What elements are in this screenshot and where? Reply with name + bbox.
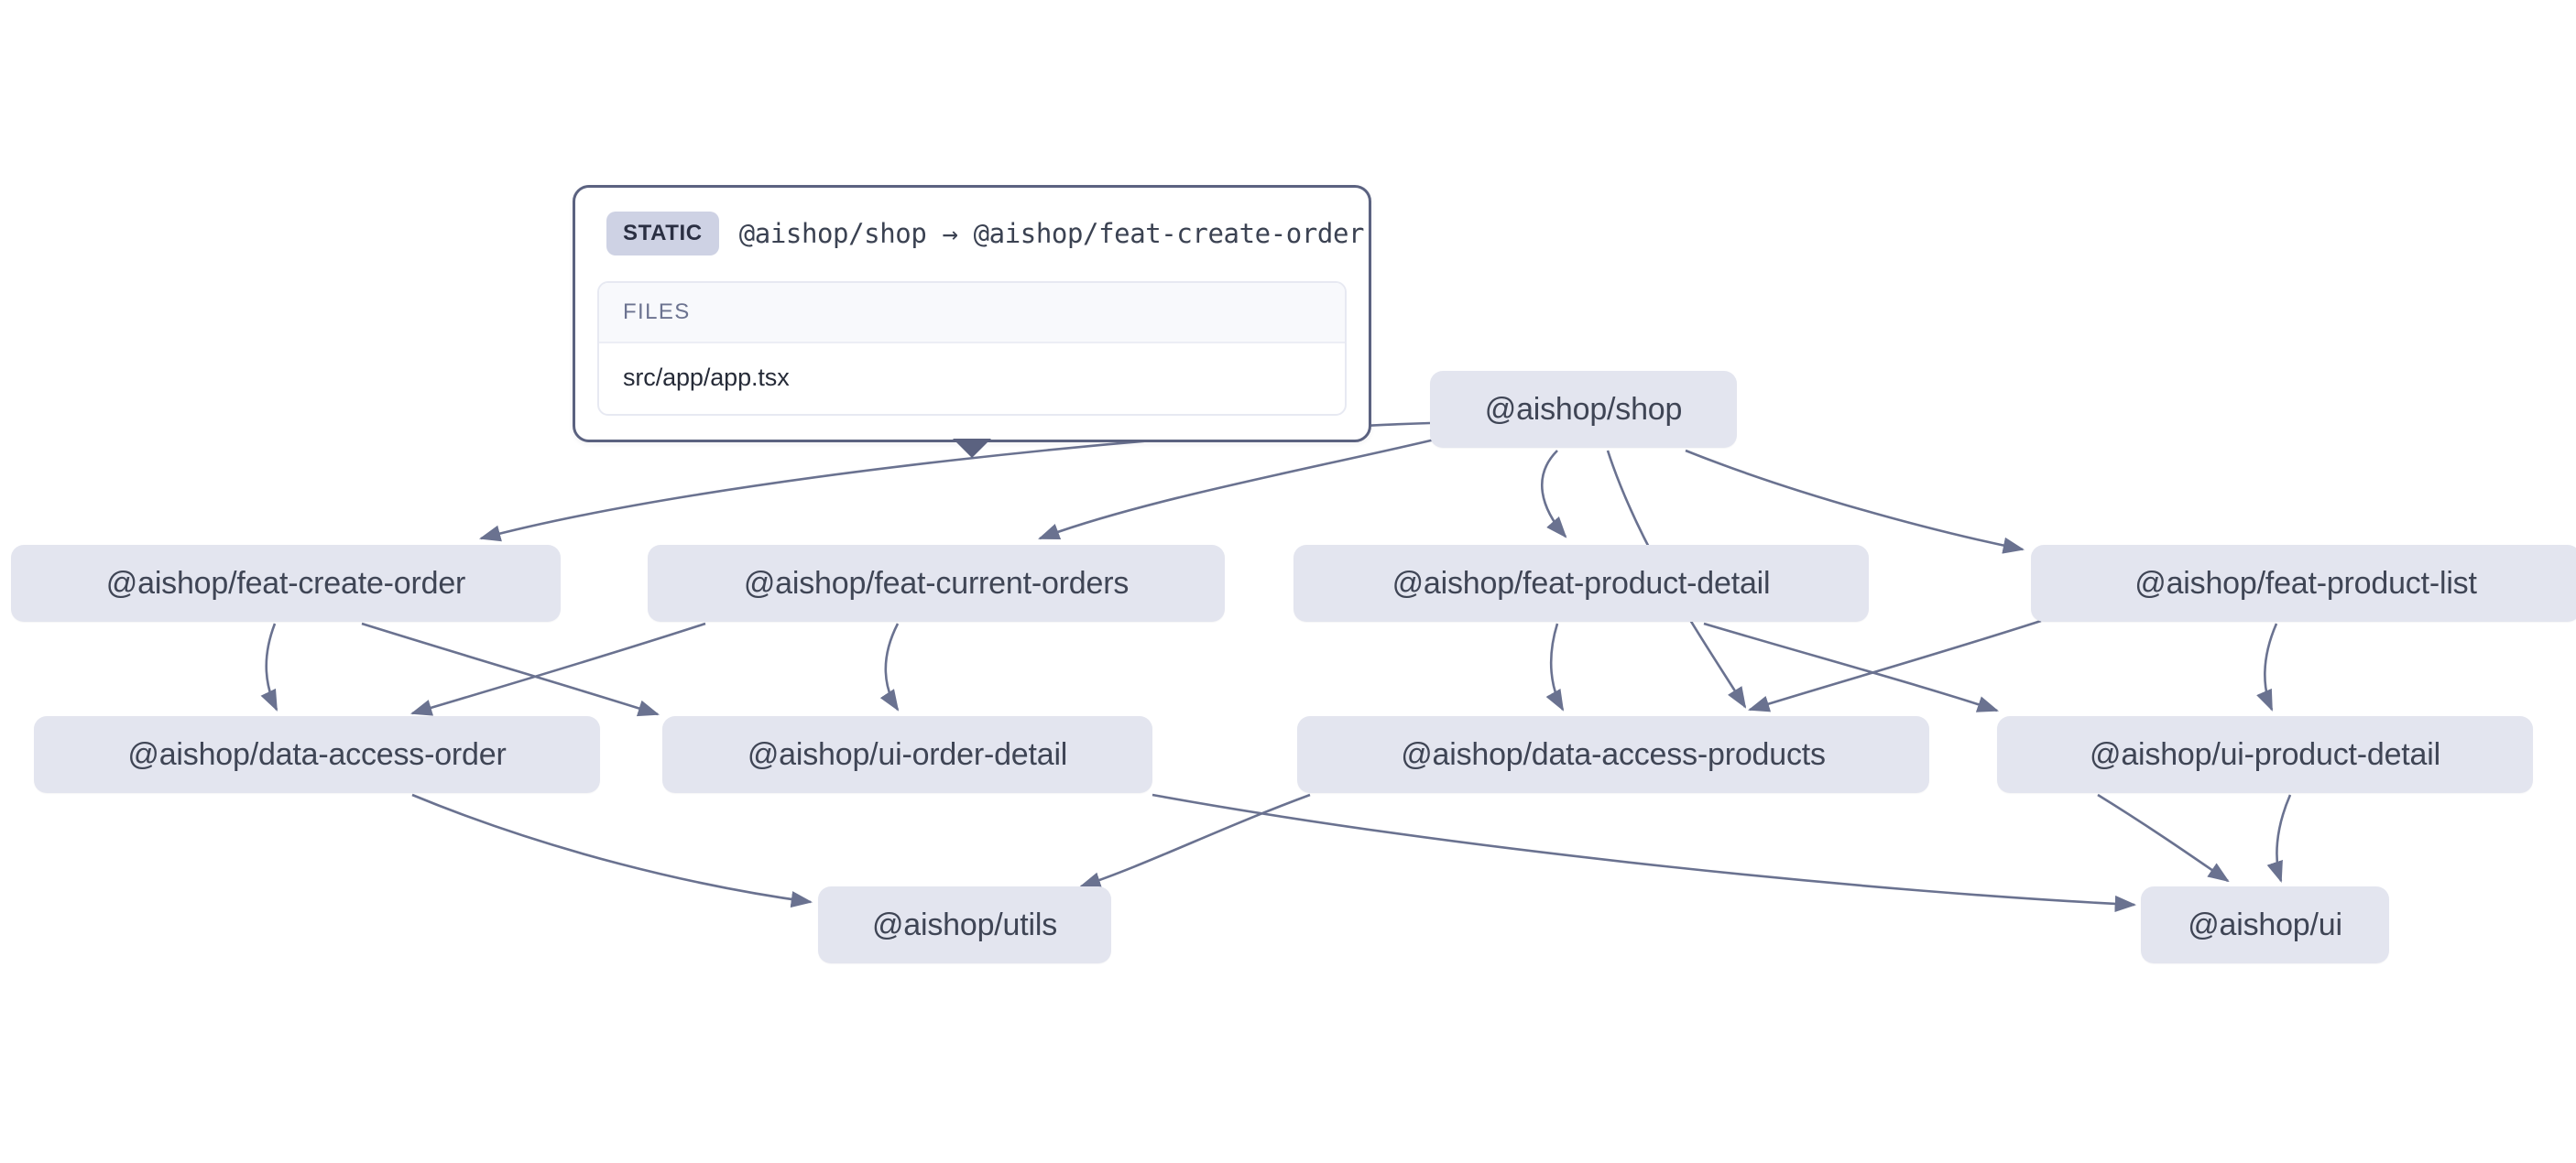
graph-node-label: @aishop/data-access-order bbox=[127, 736, 507, 772]
graph-node-feat-product-list[interactable]: @aishop/feat-product-list bbox=[2031, 545, 2576, 622]
graph-node-ui[interactable]: @aishop/ui bbox=[2141, 886, 2389, 963]
graph-node-label: @aishop/utils bbox=[871, 907, 1057, 942]
graph-node-label: @aishop/feat-current-orders bbox=[743, 565, 1130, 601]
edge-shop-to-feat-product-list bbox=[1685, 449, 2025, 554]
edge-shop-to-feat-current-orders bbox=[1038, 438, 1435, 540]
edge-feat-product-list-to-ui-product-detail bbox=[2256, 623, 2278, 712]
graph-node-label: @aishop/feat-create-order bbox=[105, 565, 466, 601]
edge-feat-current-orders-to-data-access-order bbox=[410, 622, 706, 716]
edge-feat-create-order-to-ui-order-detail bbox=[361, 622, 660, 717]
edge-shop-to-feat-product-detail bbox=[1541, 450, 1567, 538]
graph-node-label: @aishop/feat-product-detail bbox=[1392, 565, 1771, 601]
edge-feat-create-order-to-data-access-order bbox=[260, 623, 278, 712]
graph-node-feat-product-detail[interactable]: @aishop/feat-product-detail bbox=[1293, 545, 1869, 622]
edge-feat-product-detail-to-ui-product-detail bbox=[1703, 622, 1999, 712]
graph-node-data-access-order[interactable]: @aishop/data-access-order bbox=[34, 716, 600, 793]
graph-node-utils[interactable]: @aishop/utils bbox=[818, 886, 1111, 963]
edge-ui-product-detail-to-ui bbox=[2097, 793, 2230, 883]
graph-node-label: @aishop/ui bbox=[2188, 907, 2342, 942]
files-panel: FILES src/app/app.tsx bbox=[597, 281, 1347, 416]
files-panel-header: FILES bbox=[599, 283, 1345, 343]
edge-feat-product-detail-to-data-access-products bbox=[1545, 623, 1565, 712]
edge-data-access-products-to-utils bbox=[1079, 793, 1311, 888]
graph-node-label: @aishop/shop bbox=[1484, 391, 1683, 427]
graph-node-label: @aishop/ui-product-detail bbox=[2090, 736, 2440, 772]
edge-detail-card[interactable]: STATIC @aishop/shop → @aishop/feat-creat… bbox=[573, 185, 1371, 458]
edge-ui-product-detail-to-ui-alt bbox=[2266, 794, 2292, 883]
card-pointer-triangle bbox=[953, 439, 991, 458]
graph-node-ui-order-detail[interactable]: @aishop/ui-order-detail bbox=[662, 716, 1152, 793]
list-item[interactable]: src/app/app.tsx bbox=[623, 364, 790, 391]
status-badge: STATIC bbox=[606, 212, 719, 255]
graph-node-ui-product-detail[interactable]: @aishop/ui-product-detail bbox=[1997, 716, 2533, 793]
graph-node-shop[interactable]: @aishop/shop bbox=[1430, 371, 1737, 448]
graph-node-data-access-products[interactable]: @aishop/data-access-products bbox=[1297, 716, 1929, 793]
graph-node-label: @aishop/feat-product-list bbox=[2134, 565, 2477, 601]
edge-title: @aishop/shop → @aishop/feat-create-order bbox=[738, 218, 1365, 249]
card-header: STATIC @aishop/shop → @aishop/feat-creat… bbox=[597, 208, 1364, 261]
edge-data-access-order-to-utils bbox=[411, 793, 813, 908]
edge-feat-current-orders-to-ui-order-detail bbox=[879, 623, 900, 712]
graph-node-label: @aishop/ui-order-detail bbox=[747, 736, 1068, 772]
graph-node-feat-create-order[interactable]: @aishop/feat-create-order bbox=[11, 545, 561, 622]
files-list: src/app/app.tsx bbox=[599, 343, 1345, 414]
graph-node-label: @aishop/data-access-products bbox=[1401, 736, 1826, 772]
edge-feat-product-list-to-data-access-products bbox=[1748, 619, 2042, 712]
edge-ui-order-detail-to-ui bbox=[1152, 793, 2137, 913]
graph-node-feat-current-orders[interactable]: @aishop/feat-current-orders bbox=[648, 545, 1225, 622]
